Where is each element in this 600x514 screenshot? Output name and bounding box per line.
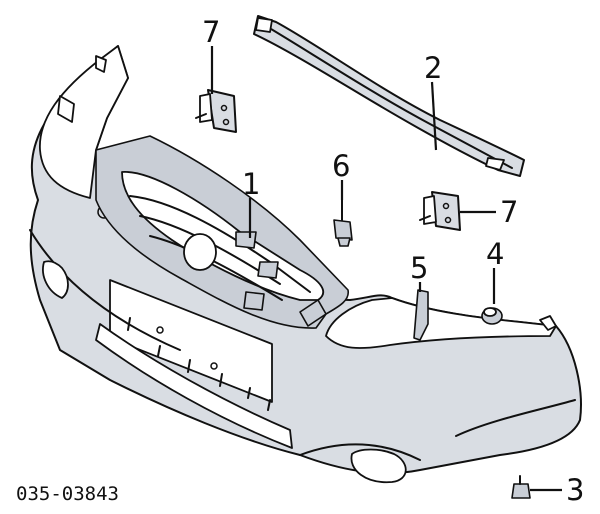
- screw: [511, 475, 531, 499]
- callout-2: 2: [424, 51, 442, 85]
- part-code: 035-03843: [16, 483, 119, 505]
- callout-7-right: 7: [500, 195, 518, 229]
- callout-6: 6: [332, 149, 350, 183]
- leader-2: [430, 81, 438, 151]
- callout-3: 3: [566, 473, 584, 507]
- callout-5: 5: [410, 251, 428, 285]
- bumper-reinforcement: [253, 15, 525, 177]
- callout-7-left: 7: [202, 15, 220, 49]
- seal-strip: [413, 289, 429, 341]
- front-grille: [95, 135, 350, 329]
- bracket-left: [195, 89, 237, 133]
- clip-fastener: [333, 199, 353, 247]
- plug-cap: [481, 307, 503, 325]
- bumper-cover: [29, 45, 582, 483]
- bracket-right: [419, 191, 461, 231]
- callout-1: 1: [242, 167, 260, 201]
- callout-4: 4: [486, 237, 504, 271]
